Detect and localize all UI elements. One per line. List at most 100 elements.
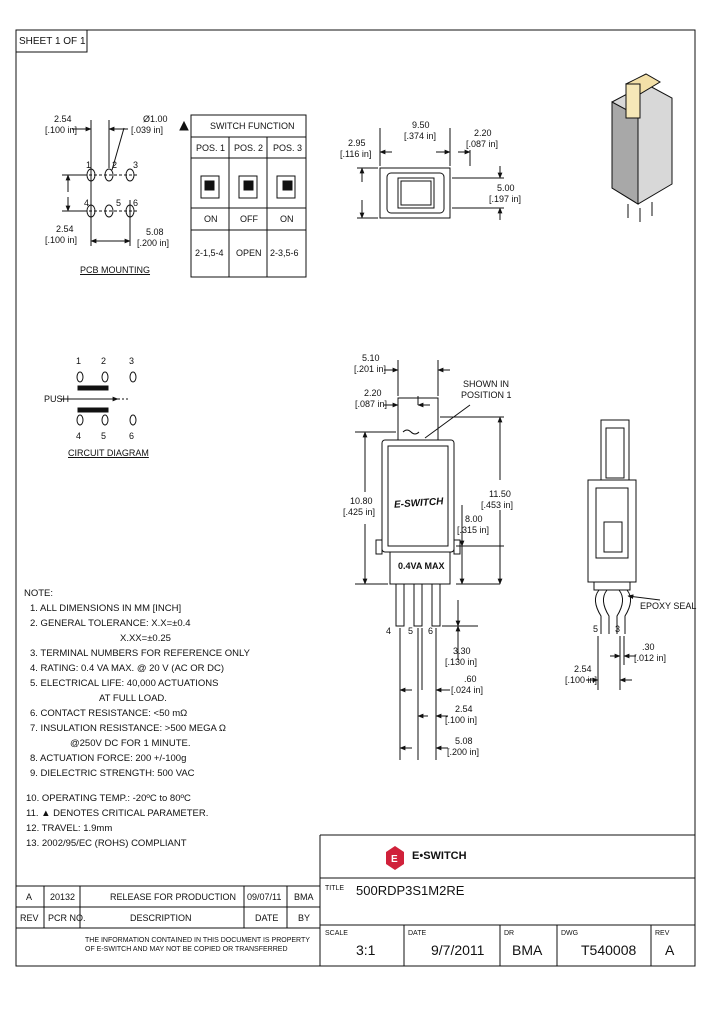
fv-pin-4: 4 [386, 626, 392, 636]
rev-header-rev: REV [20, 913, 39, 923]
fv-act-in: [.087 in] [355, 399, 388, 409]
rev-row-desc: RELEASE FOR PRODUCTION [110, 892, 237, 902]
notes-title: NOTE: [24, 588, 54, 599]
top-width-mm: 9.50 [412, 120, 430, 130]
pcb-pitch2-in: [.100 in] [45, 235, 78, 245]
top-view [357, 128, 504, 220]
note-9: 9. DIELECTRIC STRENGTH: 500 VAC [30, 768, 195, 779]
top-height-in: [.116 in] [340, 149, 372, 159]
fv-callout-1: SHOWN IN [463, 379, 509, 389]
top-depth-in: [.197 in] [489, 194, 522, 204]
scale-value: 3:1 [356, 942, 376, 958]
top-depth-mm: 5.00 [497, 183, 515, 193]
sheet-tag: SHEET 1 OF 1 [19, 36, 86, 47]
note-7: 7. INSULATION RESISTANCE: >500 MEGA Ω [30, 723, 227, 734]
fv-callout-2: POSITION 1 [461, 390, 512, 400]
fv-height2-mm: 11.50 [489, 489, 511, 499]
rev-row-by: BMA [294, 892, 314, 902]
fv-pitch-in: [.100 in] [445, 715, 478, 725]
note-5b: AT FULL LOAD. [99, 693, 167, 704]
sv-gap-mm: .30 [642, 642, 655, 652]
front-view [355, 360, 504, 760]
rev-header-date: DATE [255, 913, 279, 923]
fv-pin-6: 6 [428, 626, 434, 636]
sv-pitch-in: [.100 in] [565, 675, 598, 685]
pcb-span-mm: 5.08 [146, 227, 164, 237]
top-side-in: [.087 in] [466, 139, 499, 149]
pcb-pin-5: 5 [116, 198, 122, 208]
cd-pin-5: 5 [101, 431, 107, 441]
fv-pin-in: [.130 in] [445, 657, 478, 667]
scale-label: SCALE [325, 930, 348, 937]
dwg-label: DWG [561, 930, 579, 937]
top-height-mm: 2.95 [348, 138, 366, 148]
rev-row-rev: A [26, 892, 33, 902]
rev-header-desc: DESCRIPTION [130, 913, 192, 923]
date-value: 9/7/2011 [431, 942, 485, 958]
note-12: 12. TRAVEL: 1.9mm [26, 823, 113, 834]
pcb-mounting [62, 120, 189, 246]
cd-pin-2: 2 [101, 356, 107, 366]
pcb-pitch-mm: 2.54 [54, 114, 72, 124]
note-11: 11. ▲ DENOTES CRITICAL PARAMETER. [26, 808, 209, 819]
sv-callout: EPOXY SEAL [640, 601, 697, 611]
sf-state-3: ON [280, 214, 294, 224]
pcb-pin-3: 3 [133, 160, 139, 170]
fv-width-in: [.201 in] [354, 364, 387, 374]
sheet-border [15, 29, 696, 967]
disclaimer-2: OF E-SWITCH AND MAY NOT BE COPIED OR TRA… [85, 946, 288, 953]
fv-pitch-mm: 2.54 [455, 704, 473, 714]
fv-body-mm: 8.00 [465, 514, 483, 524]
fv-height-in: [.425 in] [343, 507, 376, 517]
sf-header-3: POS. 3 [273, 143, 303, 153]
dr-value: BMA [512, 942, 543, 958]
note-5: 5. ELECTRICAL LIFE: 40,000 ACTUATIONS [30, 678, 219, 689]
note-10: 10. OPERATING TEMP.: -20ºC to 80ºC [26, 793, 191, 804]
sv-pitch-mm: 2.54 [574, 664, 592, 674]
cd-pin-6: 6 [129, 431, 135, 441]
sf-header-2: POS. 2 [234, 143, 264, 153]
fv-body-in: [.315 in] [457, 525, 490, 535]
switch-function-table [190, 114, 307, 278]
note-1: 1. ALL DIMENSIONS IN MM [INCH] [30, 603, 182, 614]
title-block-grid [16, 834, 695, 966]
date-label: DATE [408, 930, 427, 937]
sf-state-1: ON [204, 214, 218, 224]
note-7b: @250V DC FOR 1 MINUTE. [70, 738, 191, 749]
pcb-pin-4: 4 [84, 198, 90, 208]
sv-pin-3: 3 [615, 624, 621, 634]
disclaimer-1: THE INFORMATION CONTAINED IN THIS DOCUME… [85, 937, 310, 944]
pcb-hole-mm: Ø1.00 [143, 114, 168, 124]
fv-pinw-in: [.024 in] [451, 685, 484, 695]
sf-state-2: OFF [240, 214, 258, 224]
fv-rating: 0.4VA MAX [398, 561, 445, 571]
fv-pinw-mm: .60 [464, 674, 477, 684]
note-13: 13. 2002/95/EC (ROHS) COMPLIANT [26, 838, 187, 849]
product-3d-view [611, 73, 673, 222]
note-6: 6. CONTACT RESISTANCE: <50 mΩ [30, 708, 188, 719]
logo-text: E•SWITCH [412, 850, 467, 862]
cd-caption: CIRCUIT DIAGRAM [68, 448, 149, 458]
cd-pin-3: 3 [129, 356, 135, 366]
fv-act-mm: 2.20 [364, 388, 382, 398]
note-2b: X.XX=±0.25 [120, 633, 171, 644]
circuit-diagram [60, 371, 137, 426]
rev-row-pcr: 20132 [50, 892, 76, 902]
cd-pin-1: 1 [76, 356, 82, 366]
cd-pin-4: 4 [76, 431, 82, 441]
pcb-span-in: [.200 in] [137, 238, 170, 248]
e-switch-logo-mark: E [386, 846, 404, 870]
rev-header-by: BY [298, 913, 311, 923]
switch-function-title: SWITCH FUNCTION [210, 121, 295, 131]
note-3: 3. TERMINAL NUMBERS FOR REFERENCE ONLY [30, 648, 250, 659]
cd-push-label: PUSH [44, 394, 70, 404]
side-view [586, 419, 661, 690]
fv-width-mm: 5.10 [362, 353, 380, 363]
sf-circuit-3: 2-3,5-6 [270, 248, 299, 258]
fv-span-mm: 5.08 [455, 736, 473, 746]
rev-header-pcr: PCR NO. [48, 913, 86, 923]
pcb-caption: PCB MOUNTING [80, 265, 151, 275]
rev-value: A [665, 942, 675, 958]
dr-label: DR [504, 930, 515, 937]
